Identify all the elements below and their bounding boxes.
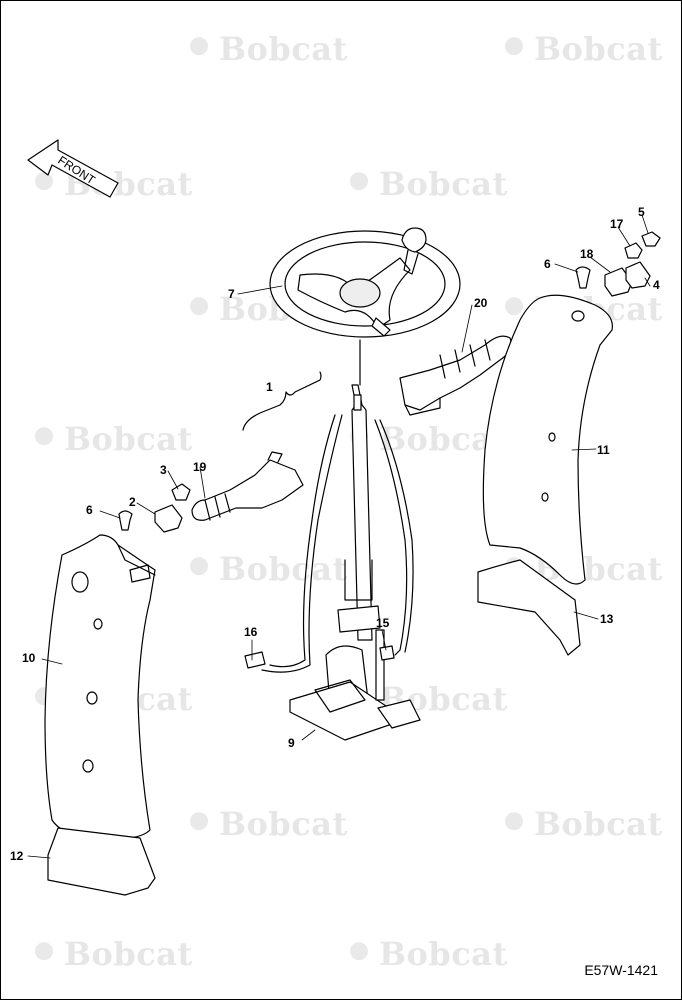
callout-19: 19 xyxy=(193,460,207,474)
assembly-bracket xyxy=(242,371,322,431)
callout-7: 7 xyxy=(228,287,235,301)
callout-15: 15 xyxy=(376,616,390,630)
callout-20: 20 xyxy=(474,296,488,310)
watermark-logo: Bobcat xyxy=(345,165,508,203)
clip-5 xyxy=(641,231,661,247)
switch-20 xyxy=(399,335,512,416)
switch-4 xyxy=(625,261,651,289)
front-arrow-icon xyxy=(27,139,119,198)
leader-lines xyxy=(27,214,651,859)
connector-15 xyxy=(379,645,395,661)
clip-17 xyxy=(624,242,643,259)
callout-1: 1 xyxy=(266,380,273,394)
left-lower-cover-12 xyxy=(47,827,156,896)
switch-2 xyxy=(154,504,183,533)
watermark-logo: Bobcat xyxy=(30,935,193,973)
right-lower-cover-13 xyxy=(477,559,581,656)
knob-6-left xyxy=(118,510,133,531)
callout-16: 16 xyxy=(244,625,258,639)
callout-10: 10 xyxy=(22,651,36,665)
watermark-logo: Bobcat xyxy=(500,30,663,68)
callout-2: 2 xyxy=(129,495,136,509)
callout-9: 9 xyxy=(288,736,295,750)
watermark-logo: Bobcat xyxy=(500,805,663,843)
switch-19 xyxy=(191,451,304,521)
callout-5: 5 xyxy=(638,205,645,219)
wire-harness xyxy=(261,414,414,673)
callout-17: 17 xyxy=(610,217,624,231)
right-panel-11 xyxy=(482,294,613,585)
clip-3 xyxy=(171,483,191,501)
watermark-logo: Bobcat xyxy=(185,805,348,843)
switch-18 xyxy=(604,267,633,297)
connector-16 xyxy=(244,651,266,669)
callout-13: 13 xyxy=(600,612,614,626)
callout-11: 11 xyxy=(597,443,610,457)
callout-18: 18 xyxy=(580,247,594,261)
steering-column xyxy=(289,339,421,741)
knob-6-right xyxy=(575,266,591,289)
watermark-logo: Bobcat xyxy=(345,935,508,973)
callout-12: 12 xyxy=(10,849,24,863)
callout-4: 4 xyxy=(653,278,660,292)
left-panel-10 xyxy=(44,534,156,839)
callout-6-right: 6 xyxy=(544,257,551,271)
drawing-code: E57W-1421 xyxy=(584,962,658,978)
callout-6-left: 6 xyxy=(86,503,93,517)
watermark-logo: Bobcat xyxy=(185,550,348,588)
watermark-logo: Bobcat xyxy=(185,30,348,68)
watermark-logo: Bobcat xyxy=(30,420,193,458)
callout-3: 3 xyxy=(160,463,167,477)
steering-wheel xyxy=(269,227,461,338)
